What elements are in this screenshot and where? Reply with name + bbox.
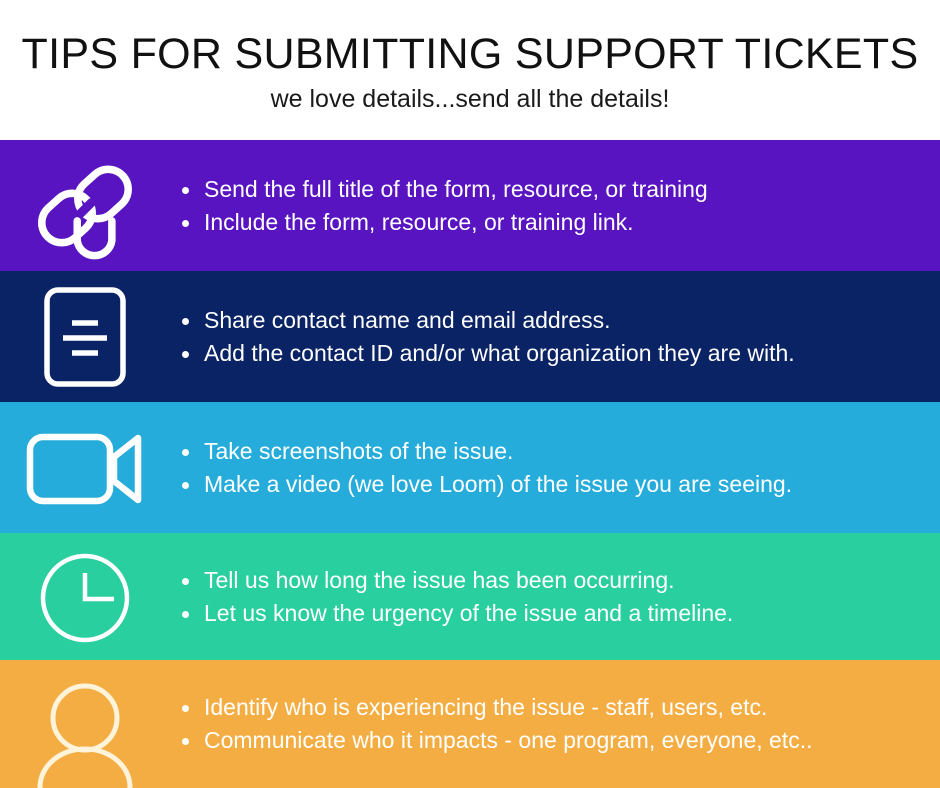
tip-band-people-body: Identify who is experiencing the issue -… [170, 691, 940, 756]
tip-list-contact: Share contact name and email address. Ad… [170, 304, 916, 369]
clock-icon-container [0, 533, 170, 660]
list-item: Make a video (we love Loom) of the issue… [170, 468, 916, 501]
list-item: Identify who is experiencing the issue -… [170, 691, 916, 724]
list-item: Include the form, resource, or training … [170, 206, 916, 239]
poster-header: TIPS FOR SUBMITTING SUPPORT TICKETS we l… [0, 0, 940, 140]
tip-band-media: Take screenshots of the issue. Make a vi… [0, 402, 940, 533]
list-item: Send the full title of the form, resourc… [170, 173, 916, 206]
tip-band-contact: Share contact name and email address. Ad… [0, 271, 940, 402]
tip-list-media: Take screenshots of the issue. Make a vi… [170, 435, 916, 500]
list-item: Share contact name and email address. [170, 304, 916, 337]
chain-link-icon-container [0, 140, 170, 271]
tip-band-people: Identify who is experiencing the issue -… [0, 660, 940, 788]
tip-band-media-body: Take screenshots of the issue. Make a vi… [170, 435, 940, 500]
tip-band-timing-body: Tell us how long the issue has been occu… [170, 564, 940, 629]
tip-band-contact-body: Share contact name and email address. Ad… [170, 304, 940, 369]
tip-list-timing: Tell us how long the issue has been occu… [170, 564, 916, 629]
tip-band-link: Send the full title of the form, resourc… [0, 140, 940, 271]
tip-band-link-body: Send the full title of the form, resourc… [170, 173, 940, 238]
list-item: Add the contact ID and/or what organizat… [170, 337, 916, 370]
list-item: Tell us how long the issue has been occu… [170, 564, 916, 597]
id-document-icon-container [0, 271, 170, 402]
page-subtitle: we love details...send all the details! [270, 85, 670, 114]
list-item: Communicate who it impacts - one program… [170, 724, 916, 757]
video-camera-icon [26, 433, 142, 504]
clock-icon [40, 553, 130, 642]
tip-list-link: Send the full title of the form, resourc… [170, 173, 916, 238]
list-item: Take screenshots of the issue. [170, 435, 916, 468]
person-icon-container [0, 660, 170, 788]
page-title: TIPS FOR SUBMITTING SUPPORT TICKETS [21, 30, 919, 79]
id-document-icon [44, 286, 126, 387]
chain-link-icon [38, 165, 132, 259]
person-icon [37, 683, 133, 788]
list-item: Let us know the urgency of the issue and… [170, 597, 916, 630]
tip-band-timing: Tell us how long the issue has been occu… [0, 533, 940, 660]
tip-list-people: Identify who is experiencing the issue -… [170, 691, 916, 756]
video-camera-icon-container [0, 402, 170, 533]
